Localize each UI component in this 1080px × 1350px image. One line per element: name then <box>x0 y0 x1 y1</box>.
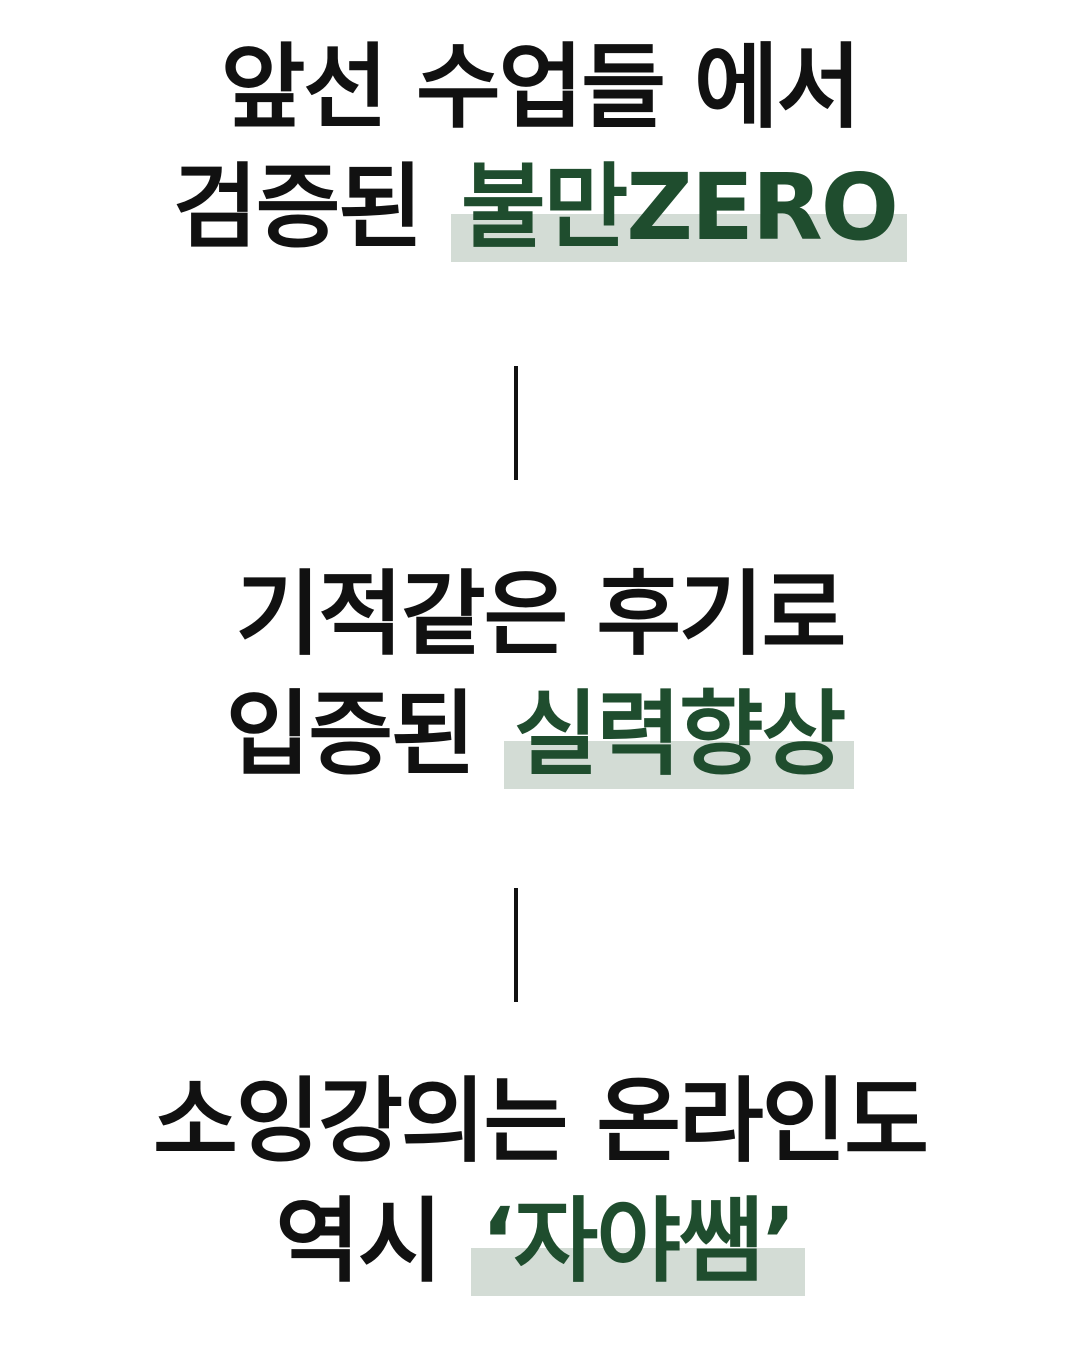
highlight-2-text: 실력향상 <box>513 681 847 788</box>
headline-3-line-2: 역시 ‘자야쌤’ <box>0 1182 1080 1302</box>
headline-block-3: 소잉강의는 온라인도 역시 ‘자야쌤’ <box>0 1062 1080 1302</box>
vertical-divider-2 <box>514 888 518 1002</box>
headline-3-line-1: 소잉강의는 온라인도 <box>153 1068 929 1175</box>
headline-1-line-1: 앞선 수업들 에서 <box>220 34 862 141</box>
headline-2-line-1: 기적같은 후기로 <box>235 561 847 668</box>
headline-1-line-2: 검증된 불만ZERO <box>0 148 1080 268</box>
highlight-skill-improvement: 실력향상 <box>503 675 855 795</box>
highlight-1-text: 불만ZERO <box>461 154 899 261</box>
headline-2-line-2: 입증된 실력향상 <box>0 675 1080 795</box>
highlight-jayassaem: ‘자야쌤’ <box>470 1182 805 1302</box>
headline-block-1: 앞선 수업들 에서 검증된 불만ZERO <box>0 28 1080 268</box>
vertical-divider-1 <box>514 366 518 480</box>
highlight-bulman-zero: 불만ZERO <box>451 148 907 268</box>
headline-2-prefix: 입증된 <box>225 681 476 788</box>
headline-3-prefix: 역시 <box>275 1188 442 1295</box>
headline-1-prefix: 검증된 <box>173 154 423 261</box>
headline-block-2: 기적같은 후기로 입증된 실력향상 <box>0 555 1080 795</box>
highlight-3-text: ‘자야쌤’ <box>480 1188 797 1295</box>
